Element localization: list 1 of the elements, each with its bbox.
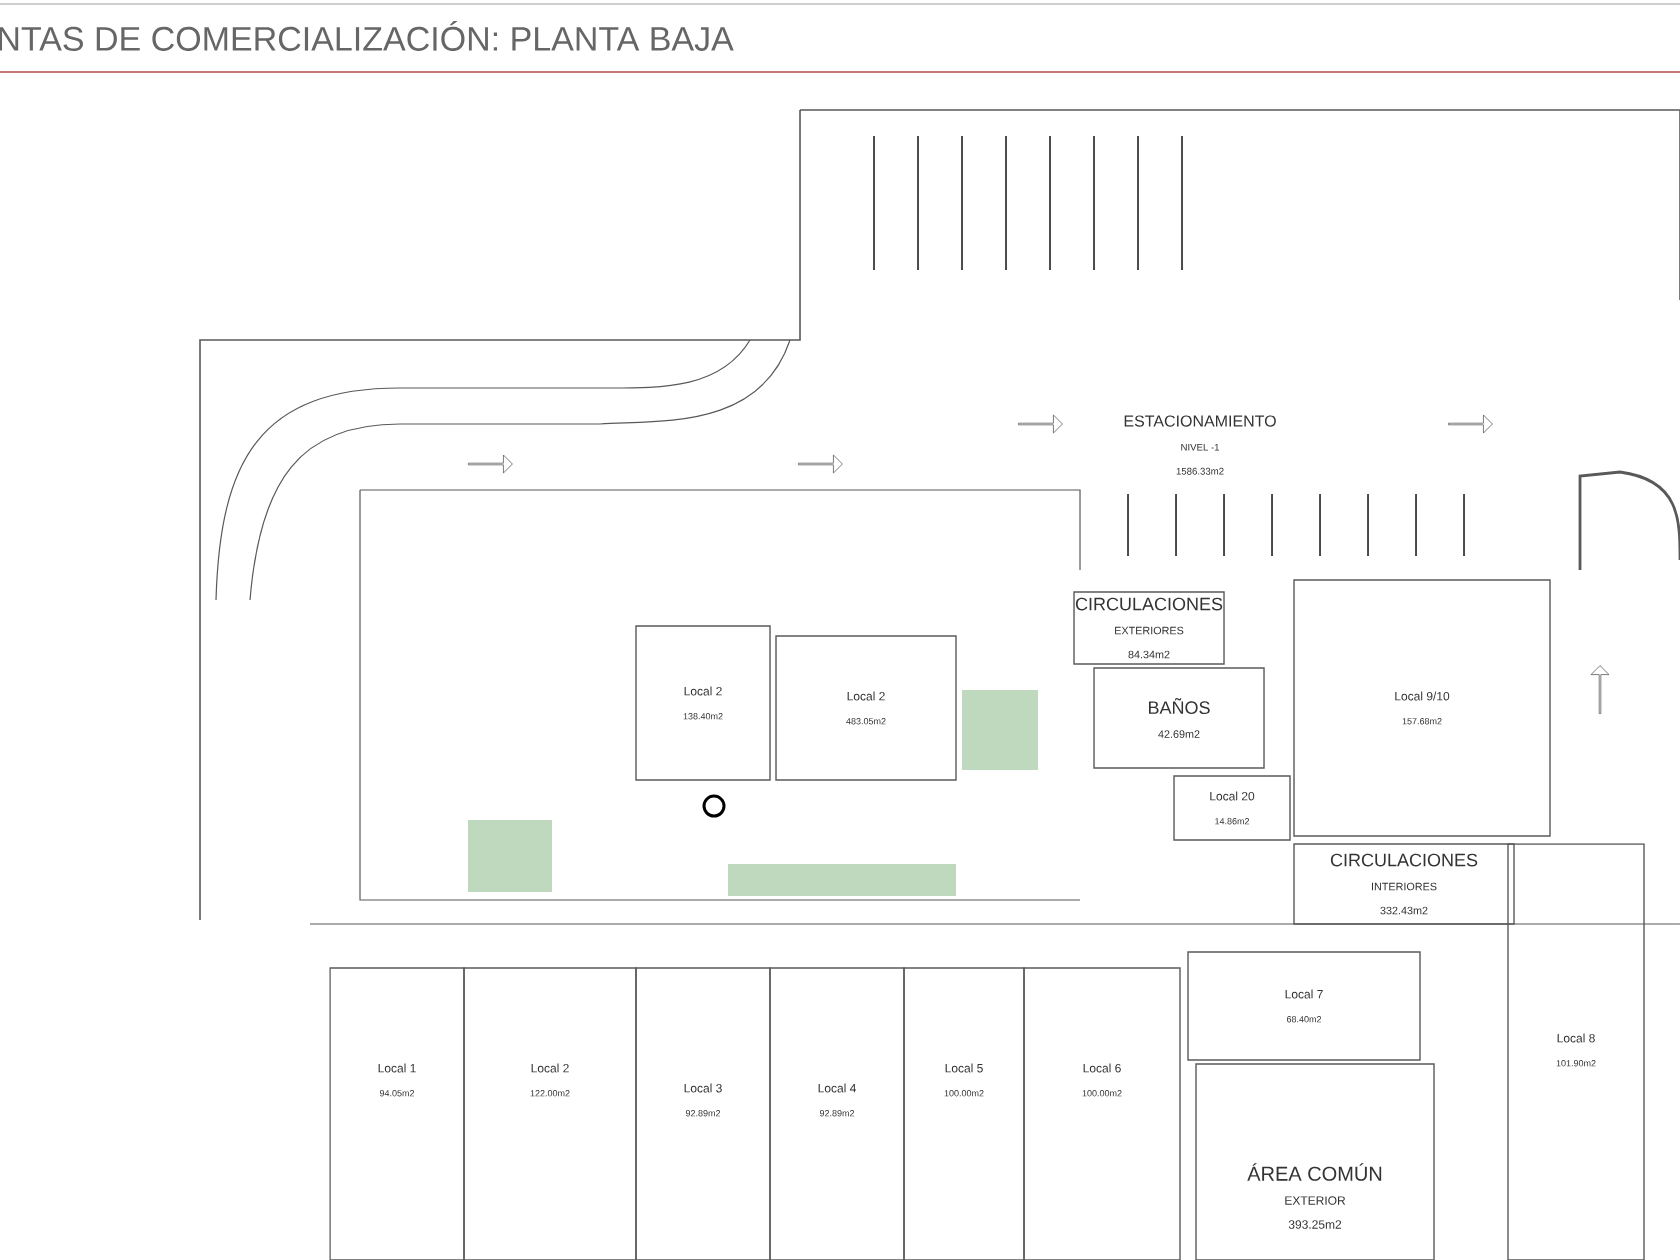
page-title: NTAS DE COMERCIALIZACIÓN: PLANTA BAJA [0, 21, 734, 51]
